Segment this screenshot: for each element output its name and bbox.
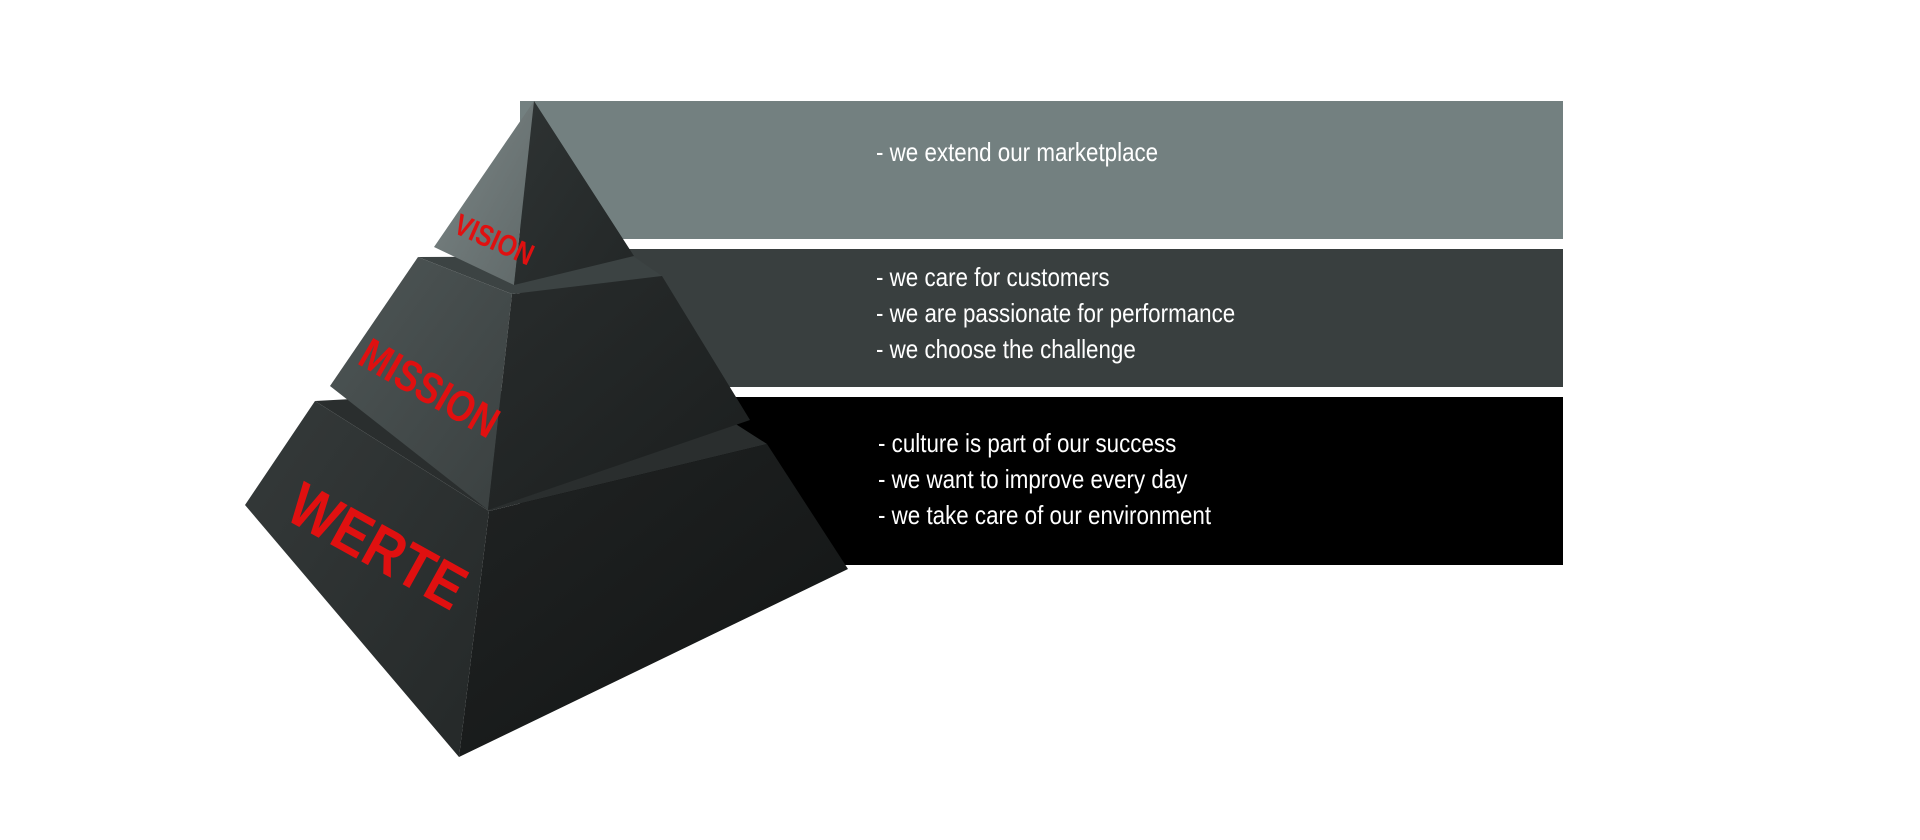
mission-point-2: - we are passionate for performance [876, 298, 1236, 328]
werte-point-1: - culture is part of our success [878, 428, 1177, 458]
mission-band: - we care for customers - we are passion… [520, 249, 1563, 387]
vision-tier-left-face [434, 101, 534, 285]
werte-tier-right-face [459, 444, 848, 757]
vision-band: - we extend our marketplace [520, 101, 1563, 239]
mission-tier-right-face [488, 276, 750, 510]
werte-point-2: - we want to improve every day [878, 464, 1188, 494]
vision-point-1: - we extend our marketplace [876, 137, 1159, 167]
mission-point-1: - we care for customers [876, 262, 1110, 292]
mission-point-3: - we choose the challenge [876, 334, 1136, 364]
vision-tier: VISION [434, 101, 634, 285]
werte-point-3: - we take care of our environment [878, 500, 1212, 530]
mission-tier-left-face [330, 257, 512, 510]
werte-tier-left-face [245, 401, 489, 757]
vision-tier-right-face [514, 101, 634, 285]
